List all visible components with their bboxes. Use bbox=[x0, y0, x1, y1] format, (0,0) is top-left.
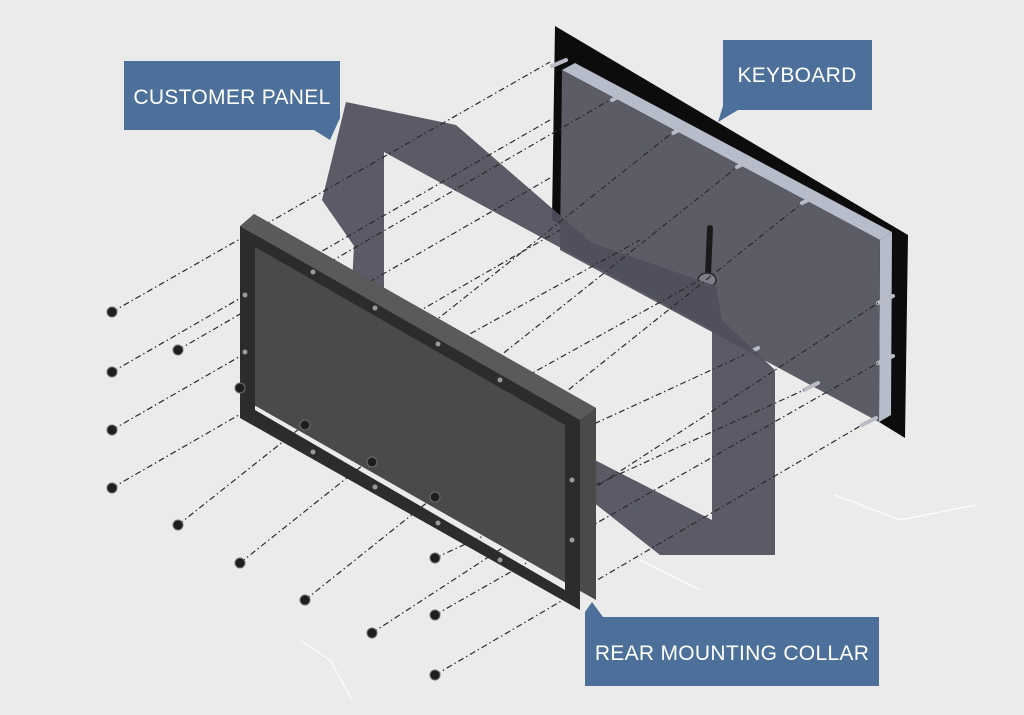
fastener bbox=[429, 609, 441, 621]
keyboard-side-edge bbox=[879, 232, 892, 422]
fastener bbox=[106, 306, 118, 318]
collar-holes bbox=[242, 269, 575, 563]
rear-mounting-collar bbox=[240, 214, 596, 610]
fastener bbox=[366, 627, 378, 639]
collar-top-lip bbox=[240, 214, 596, 420]
fastener bbox=[299, 419, 311, 431]
fastener bbox=[234, 382, 246, 394]
fastener bbox=[366, 456, 378, 468]
fastener bbox=[172, 344, 184, 356]
fastener bbox=[106, 482, 118, 494]
callout-rear-mounting-collar: REAR MOUNTING COLLAR bbox=[585, 602, 879, 686]
fasteners bbox=[106, 306, 441, 681]
keyboard-cable bbox=[705, 225, 713, 278]
fastener bbox=[429, 491, 441, 503]
fastener bbox=[106, 424, 118, 436]
fastener bbox=[429, 552, 441, 564]
keyboard-top-edge bbox=[562, 63, 892, 240]
fastener bbox=[172, 519, 184, 531]
fastener bbox=[299, 594, 311, 606]
keyboard-label: KEYBOARD bbox=[737, 64, 856, 87]
fastener bbox=[429, 669, 441, 681]
background-sketch-lines bbox=[299, 494, 976, 701]
customer-panel-label: CUSTOMER PANEL bbox=[133, 86, 330, 109]
fastener bbox=[234, 557, 246, 569]
callout-customer-panel: CUSTOMER PANEL bbox=[124, 61, 340, 140]
rear-mounting-collar-label: REAR MOUNTING COLLAR bbox=[595, 642, 869, 665]
fastener bbox=[106, 366, 118, 378]
callout-keyboard: KEYBOARD bbox=[718, 40, 872, 122]
collar-back-flange bbox=[254, 214, 596, 600]
